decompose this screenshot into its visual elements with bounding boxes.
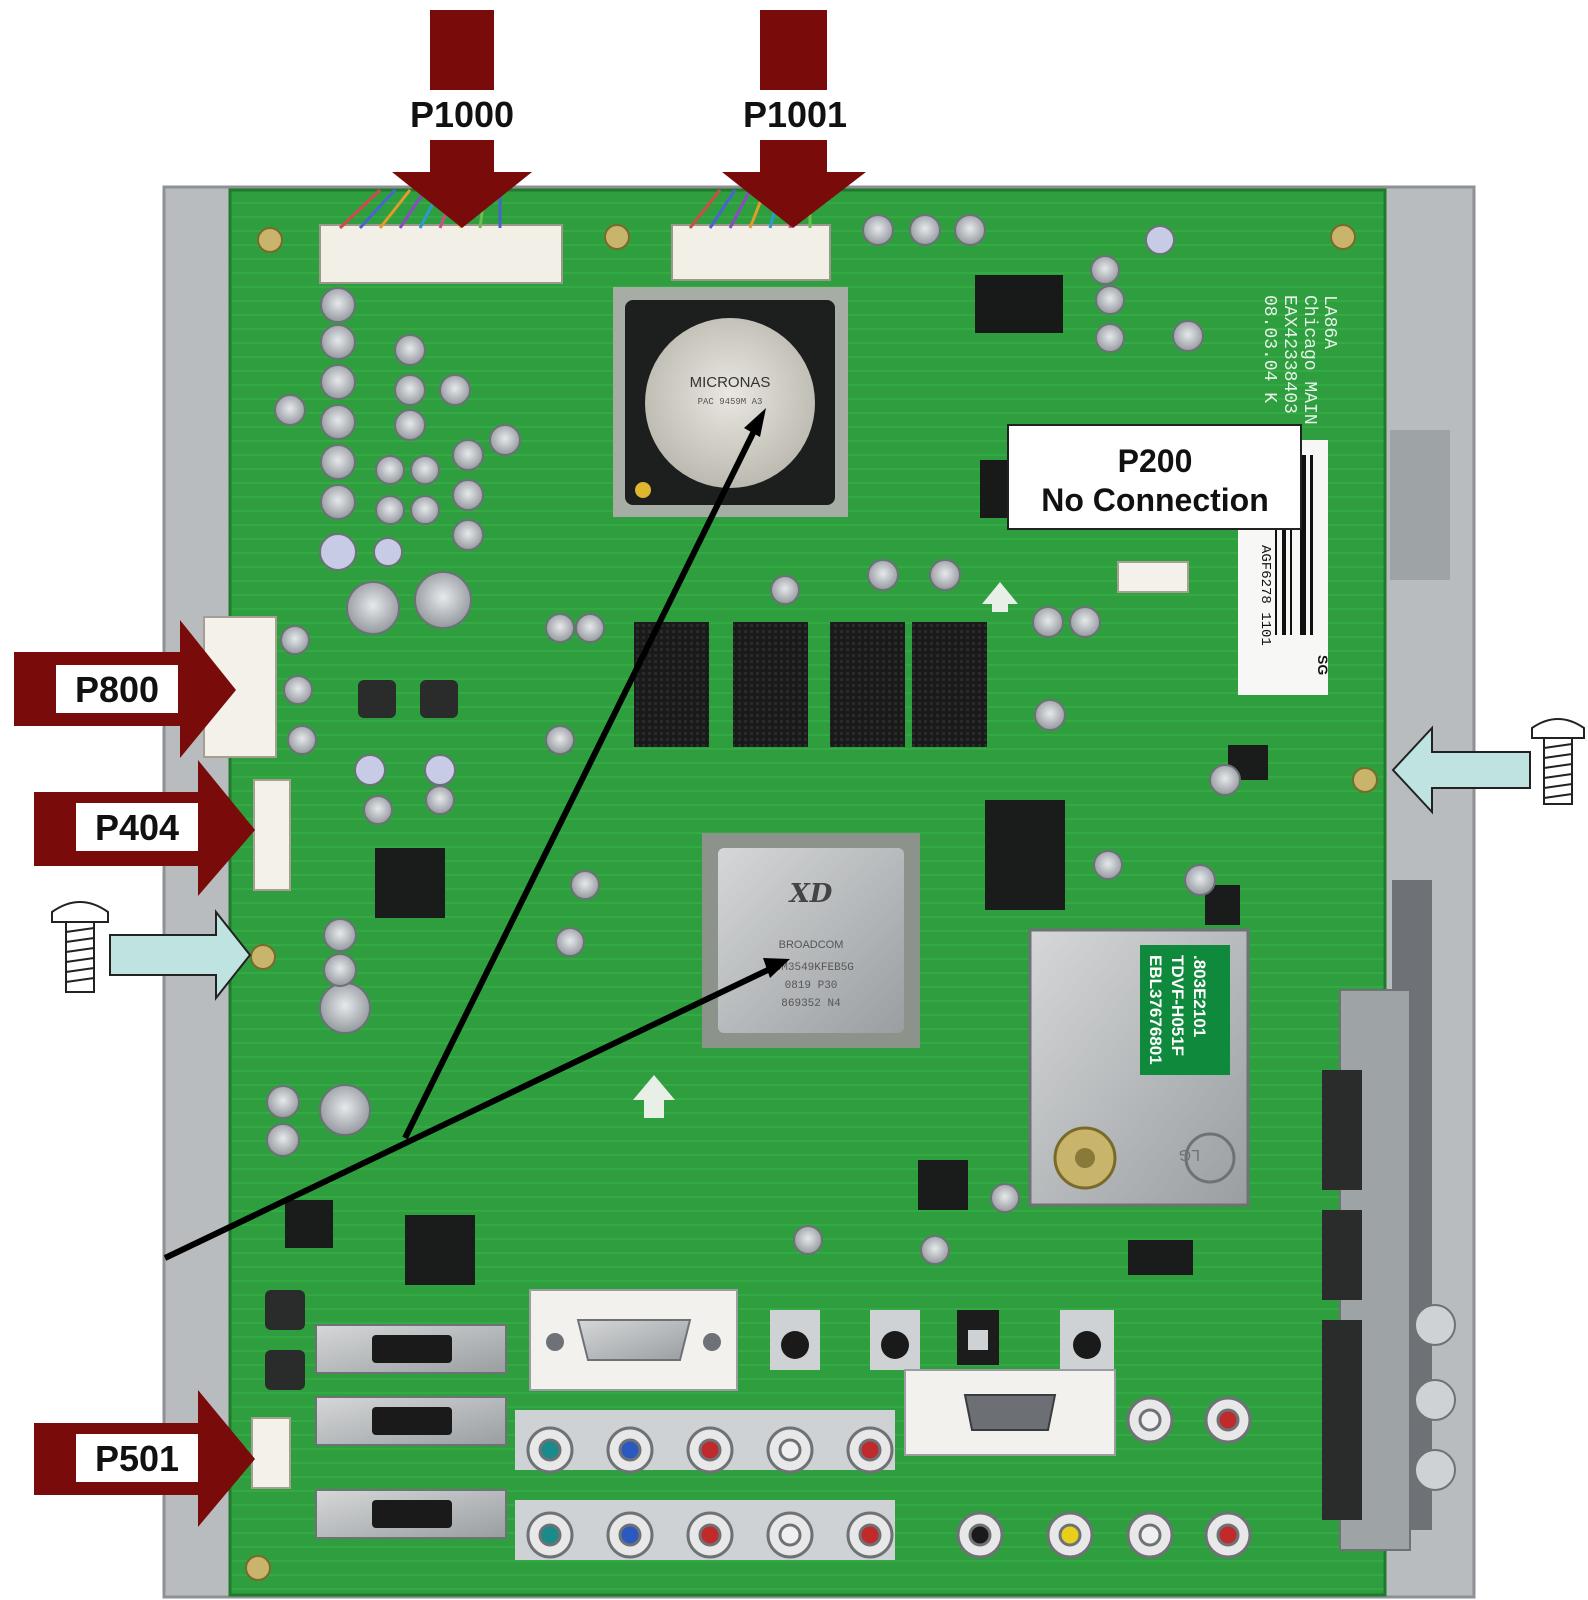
broadcom-chip: XD BROADCOM BCM3549KFEB5G 0819 P30 86935… (702, 833, 920, 1048)
pointer-arrowheads (744, 408, 790, 978)
arrow-p501 (34, 1390, 255, 1527)
micronas-part-text: PAC 9459M A3 (698, 397, 763, 407)
label-p404: P404 (95, 807, 179, 848)
connector-p200 (1117, 561, 1189, 593)
arrow-p800 (14, 620, 236, 758)
tuner-line-2: TDVF-H051F (1168, 955, 1187, 1056)
capacitors (266, 214, 1241, 1265)
barcode-line-2: SG (1315, 655, 1331, 675)
tuner-line-1: EBL37676801 (1146, 955, 1165, 1065)
vga-port (529, 1289, 738, 1391)
tuner-line-3: .803E2101 (1190, 955, 1209, 1037)
arrow-p1001 (722, 10, 866, 228)
silk-line-1: LA86A (1319, 295, 1339, 349)
dram-chips (634, 622, 987, 747)
inductors (265, 680, 458, 1390)
mounting-holes (245, 224, 1378, 1581)
broadcom-line-3: 869352 N4 (781, 998, 841, 1010)
pcb-silkscreen: LA86A Chicago MAIN EAX42338403 08.03.04 … (1259, 295, 1339, 425)
connector-p501 (251, 1417, 291, 1489)
serial-port (904, 1369, 1116, 1456)
micronas-text: MICRONAS (690, 374, 771, 391)
tuner-brand: LG (1179, 1146, 1200, 1163)
screw-arrow-right (1391, 725, 1531, 815)
p200-note: No Connection (1041, 482, 1269, 518)
micronas-chip: MICRONAS PAC 9459M A3 (613, 287, 848, 517)
label-p800: P800 (75, 669, 159, 710)
board-up-arrow-1 (982, 582, 1018, 612)
pointer-lines (163, 423, 774, 1261)
connector-p1000 (319, 188, 563, 284)
tuner-module: EBL37676801 TDVF-H051F .803E2101 LG (1028, 928, 1250, 1207)
side-io-bracket (1322, 989, 1456, 1551)
label-p501: P501 (95, 1438, 179, 1479)
p200-title: P200 (1118, 443, 1193, 479)
rca-jacks-row-2 (515, 1500, 1252, 1560)
arrow-p1000 (392, 10, 532, 228)
xd-logo-text: XD (788, 879, 833, 909)
silk-line-2: Chicago MAIN (1299, 295, 1319, 425)
misc-ics (285, 745, 1268, 1285)
small-ic-top (975, 275, 1063, 333)
rca-jacks-row-1 (515, 1396, 1252, 1474)
silk-line-4: 08.03.04 K (1259, 295, 1279, 403)
label-p1001: P1001 (743, 94, 847, 135)
label-p1000: P1000 (410, 94, 514, 135)
arrow-p404 (34, 760, 255, 896)
p200-callout-box (1007, 424, 1302, 530)
board-up-arrow-2 (633, 1075, 675, 1118)
small-ic-mid (980, 460, 1008, 518)
connector-p404 (253, 779, 291, 891)
connector-p1001 (671, 189, 831, 281)
broadcom-line-2: 0819 P30 (785, 980, 838, 992)
broadcom-text: BROADCOM (779, 939, 844, 951)
screw-arrow-left (109, 909, 252, 1001)
screw-icon (51, 901, 109, 993)
broadcom-line-1: BCM3549KFEB5G (768, 962, 854, 974)
screw-icon (1531, 718, 1585, 805)
silk-line-3: EAX42338403 (1279, 295, 1299, 414)
audio-jacks (770, 1310, 1114, 1370)
barcode-line-1: AGF6278 1101 (1257, 545, 1273, 646)
hdmi-ports (315, 1324, 507, 1539)
